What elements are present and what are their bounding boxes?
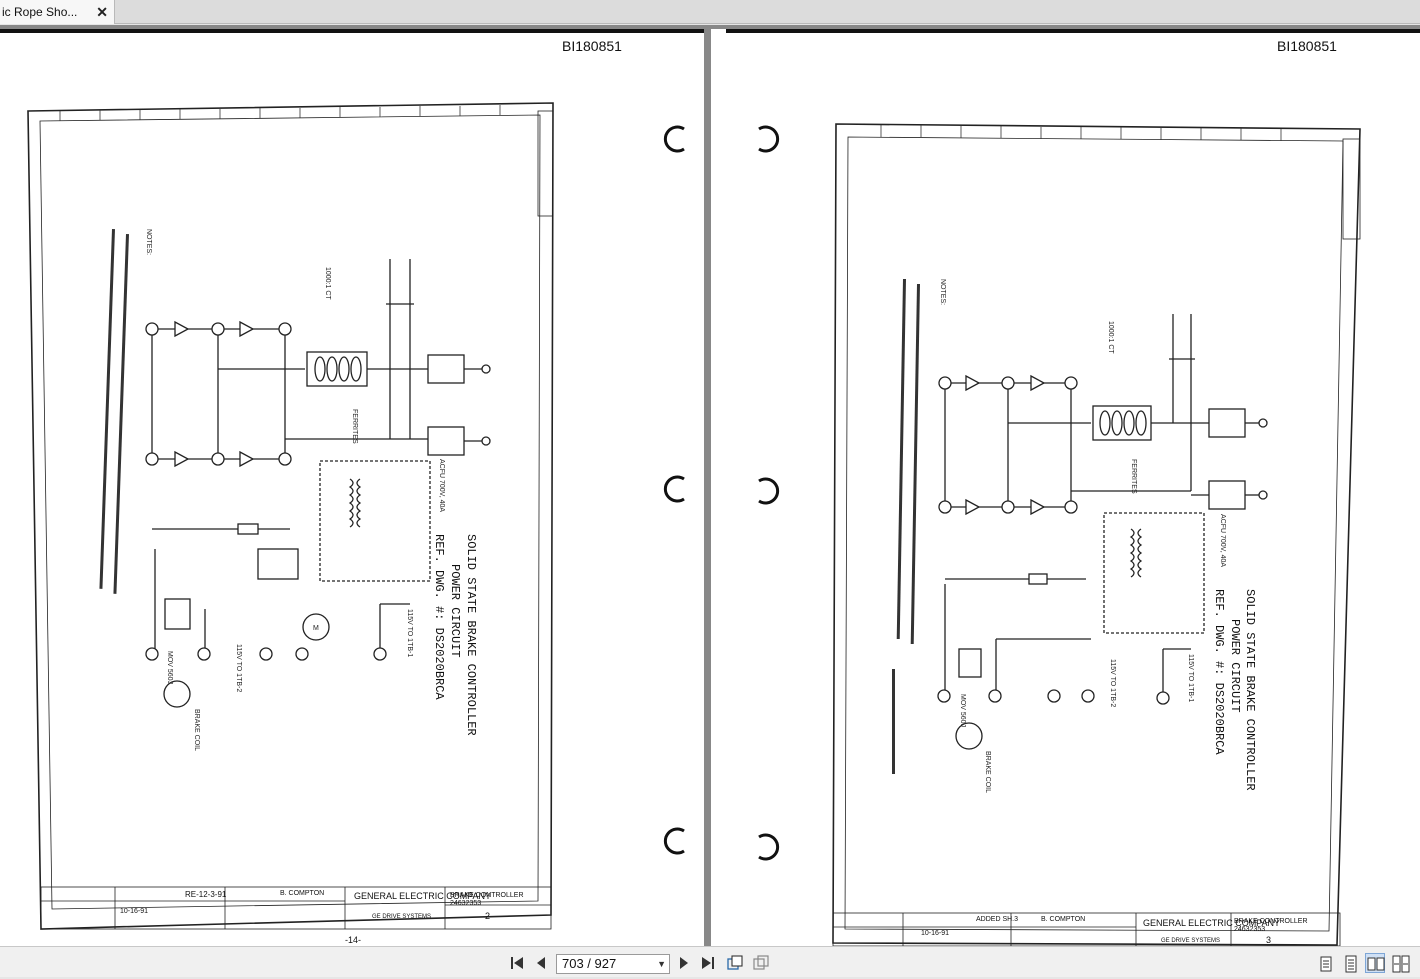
svg-text:POWER CIRCUIT: POWER CIRCUIT: [1228, 619, 1242, 713]
doc-id: BI180851: [1277, 38, 1337, 54]
svg-text:MOV 560J: MOV 560J: [166, 651, 173, 684]
svg-text:ADDED SH.3: ADDED SH.3: [976, 916, 1018, 923]
first-page-icon[interactable]: [509, 955, 525, 971]
single-page-icon[interactable]: [1315, 953, 1335, 973]
svg-text:BRAKE CONTROLLER: BRAKE CONTROLLER: [450, 892, 524, 899]
schematic-page-left: BI180851: [0, 29, 704, 945]
svg-text:FERRITES: FERRITES: [351, 409, 358, 444]
svg-text:24632353: 24632353: [450, 900, 481, 907]
svg-text:B. COMPTON: B. COMPTON: [1041, 916, 1085, 923]
svg-text:B. COMPTON: B. COMPTON: [280, 890, 324, 897]
schematic-page-right: BI180851: [726, 29, 1420, 946]
svg-text:10-16-91: 10-16-91: [921, 930, 949, 937]
page-number-input[interactable]: 703 / 927 ▼: [556, 954, 670, 974]
page-right: BI180851: [711, 29, 1420, 946]
svg-text:BRAKE COIL: BRAKE COIL: [193, 709, 200, 751]
svg-text:GENERAL ELECTRIC COMPANY: GENERAL ELECTRIC COMPANY: [1143, 918, 1280, 928]
doc-id: BI180851: [562, 38, 622, 54]
facing-continuous-icon[interactable]: [1390, 953, 1410, 973]
svg-text:NOTES:: NOTES:: [939, 279, 946, 305]
svg-text:1000:1 CT: 1000:1 CT: [1107, 321, 1114, 354]
svg-text:ACFU 700V, 40A: ACFU 700V, 40A: [1219, 514, 1226, 567]
svg-text:24632353: 24632353: [1234, 926, 1265, 933]
chevron-down-icon[interactable]: ▼: [657, 959, 666, 969]
svg-text:MOV 560J: MOV 560J: [959, 694, 966, 727]
page-indicator: 703 / 927: [562, 956, 617, 971]
svg-text:2: 2: [485, 911, 490, 921]
svg-text:1000:1 CT: 1000:1 CT: [324, 267, 331, 300]
svg-text:115V TO 1TB-2: 115V TO 1TB-2: [1109, 659, 1116, 707]
svg-text:REF. DWG. #: DS2020BRCA: REF. DWG. #: DS2020BRCA: [432, 534, 446, 700]
svg-text:SOLID STATE BRAKE CONTROLLER: SOLID STATE BRAKE CONTROLLER: [464, 534, 478, 736]
svg-text:RE-12-3-91: RE-12-3-91: [185, 890, 227, 899]
svg-text:115V TO 1TB-1: 115V TO 1TB-1: [406, 609, 413, 657]
svg-text:GE DRIVE SYSTEMS: GE DRIVE SYSTEMS: [372, 914, 431, 920]
svg-text:GENERAL ELECTRIC COMPANY: GENERAL ELECTRIC COMPANY: [354, 891, 491, 901]
svg-text:BRAKE COIL: BRAKE COIL: [984, 751, 991, 793]
svg-text:POWER CIRCUIT: POWER CIRCUIT: [448, 564, 462, 658]
svg-text:BRAKE CONTROLLER: BRAKE CONTROLLER: [1234, 918, 1308, 925]
svg-text:REF. DWG. #: DS2020BRCA: REF. DWG. #: DS2020BRCA: [1212, 589, 1226, 755]
facing-icon[interactable]: [1365, 953, 1385, 973]
svg-text:GE DRIVE SYSTEMS: GE DRIVE SYSTEMS: [1161, 938, 1220, 944]
svg-text:115V TO 1TB-1: 115V TO 1TB-1: [1187, 654, 1194, 702]
svg-text:SOLID STATE BRAKE CONTROLLER: SOLID STATE BRAKE CONTROLLER: [1243, 589, 1257, 791]
navigation-bar: 703 / 927 ▼: [0, 946, 1420, 977]
copy-icon[interactable]: [727, 955, 743, 971]
svg-text:FERRITES: FERRITES: [1130, 459, 1137, 494]
svg-text:NOTES:: NOTES:: [145, 229, 152, 255]
svg-text:ACFU 700V, 40A: ACFU 700V, 40A: [438, 459, 445, 512]
next-page-icon[interactable]: [676, 955, 692, 971]
export-icon[interactable]: [753, 955, 769, 971]
close-icon[interactable]: ✕: [96, 4, 108, 20]
svg-text:10-16-91: 10-16-91: [120, 908, 148, 915]
tab-bar: ic Rope Sho... ✕: [0, 0, 1420, 24]
svg-text:-14-: -14-: [345, 935, 361, 945]
prev-page-icon[interactable]: [533, 955, 549, 971]
svg-text:115V TO 1TB-2: 115V TO 1TB-2: [235, 644, 242, 692]
page-left: BI180851: [0, 29, 704, 946]
tab-title: ic Rope Sho...: [2, 5, 78, 19]
document-tab[interactable]: ic Rope Sho... ✕: [0, 0, 115, 24]
document-viewer[interactable]: BI180851: [0, 25, 1420, 946]
svg-text:M: M: [313, 625, 319, 632]
last-page-icon[interactable]: [700, 955, 716, 971]
continuous-icon[interactable]: [1340, 953, 1360, 973]
svg-text:3: 3: [1266, 935, 1271, 945]
